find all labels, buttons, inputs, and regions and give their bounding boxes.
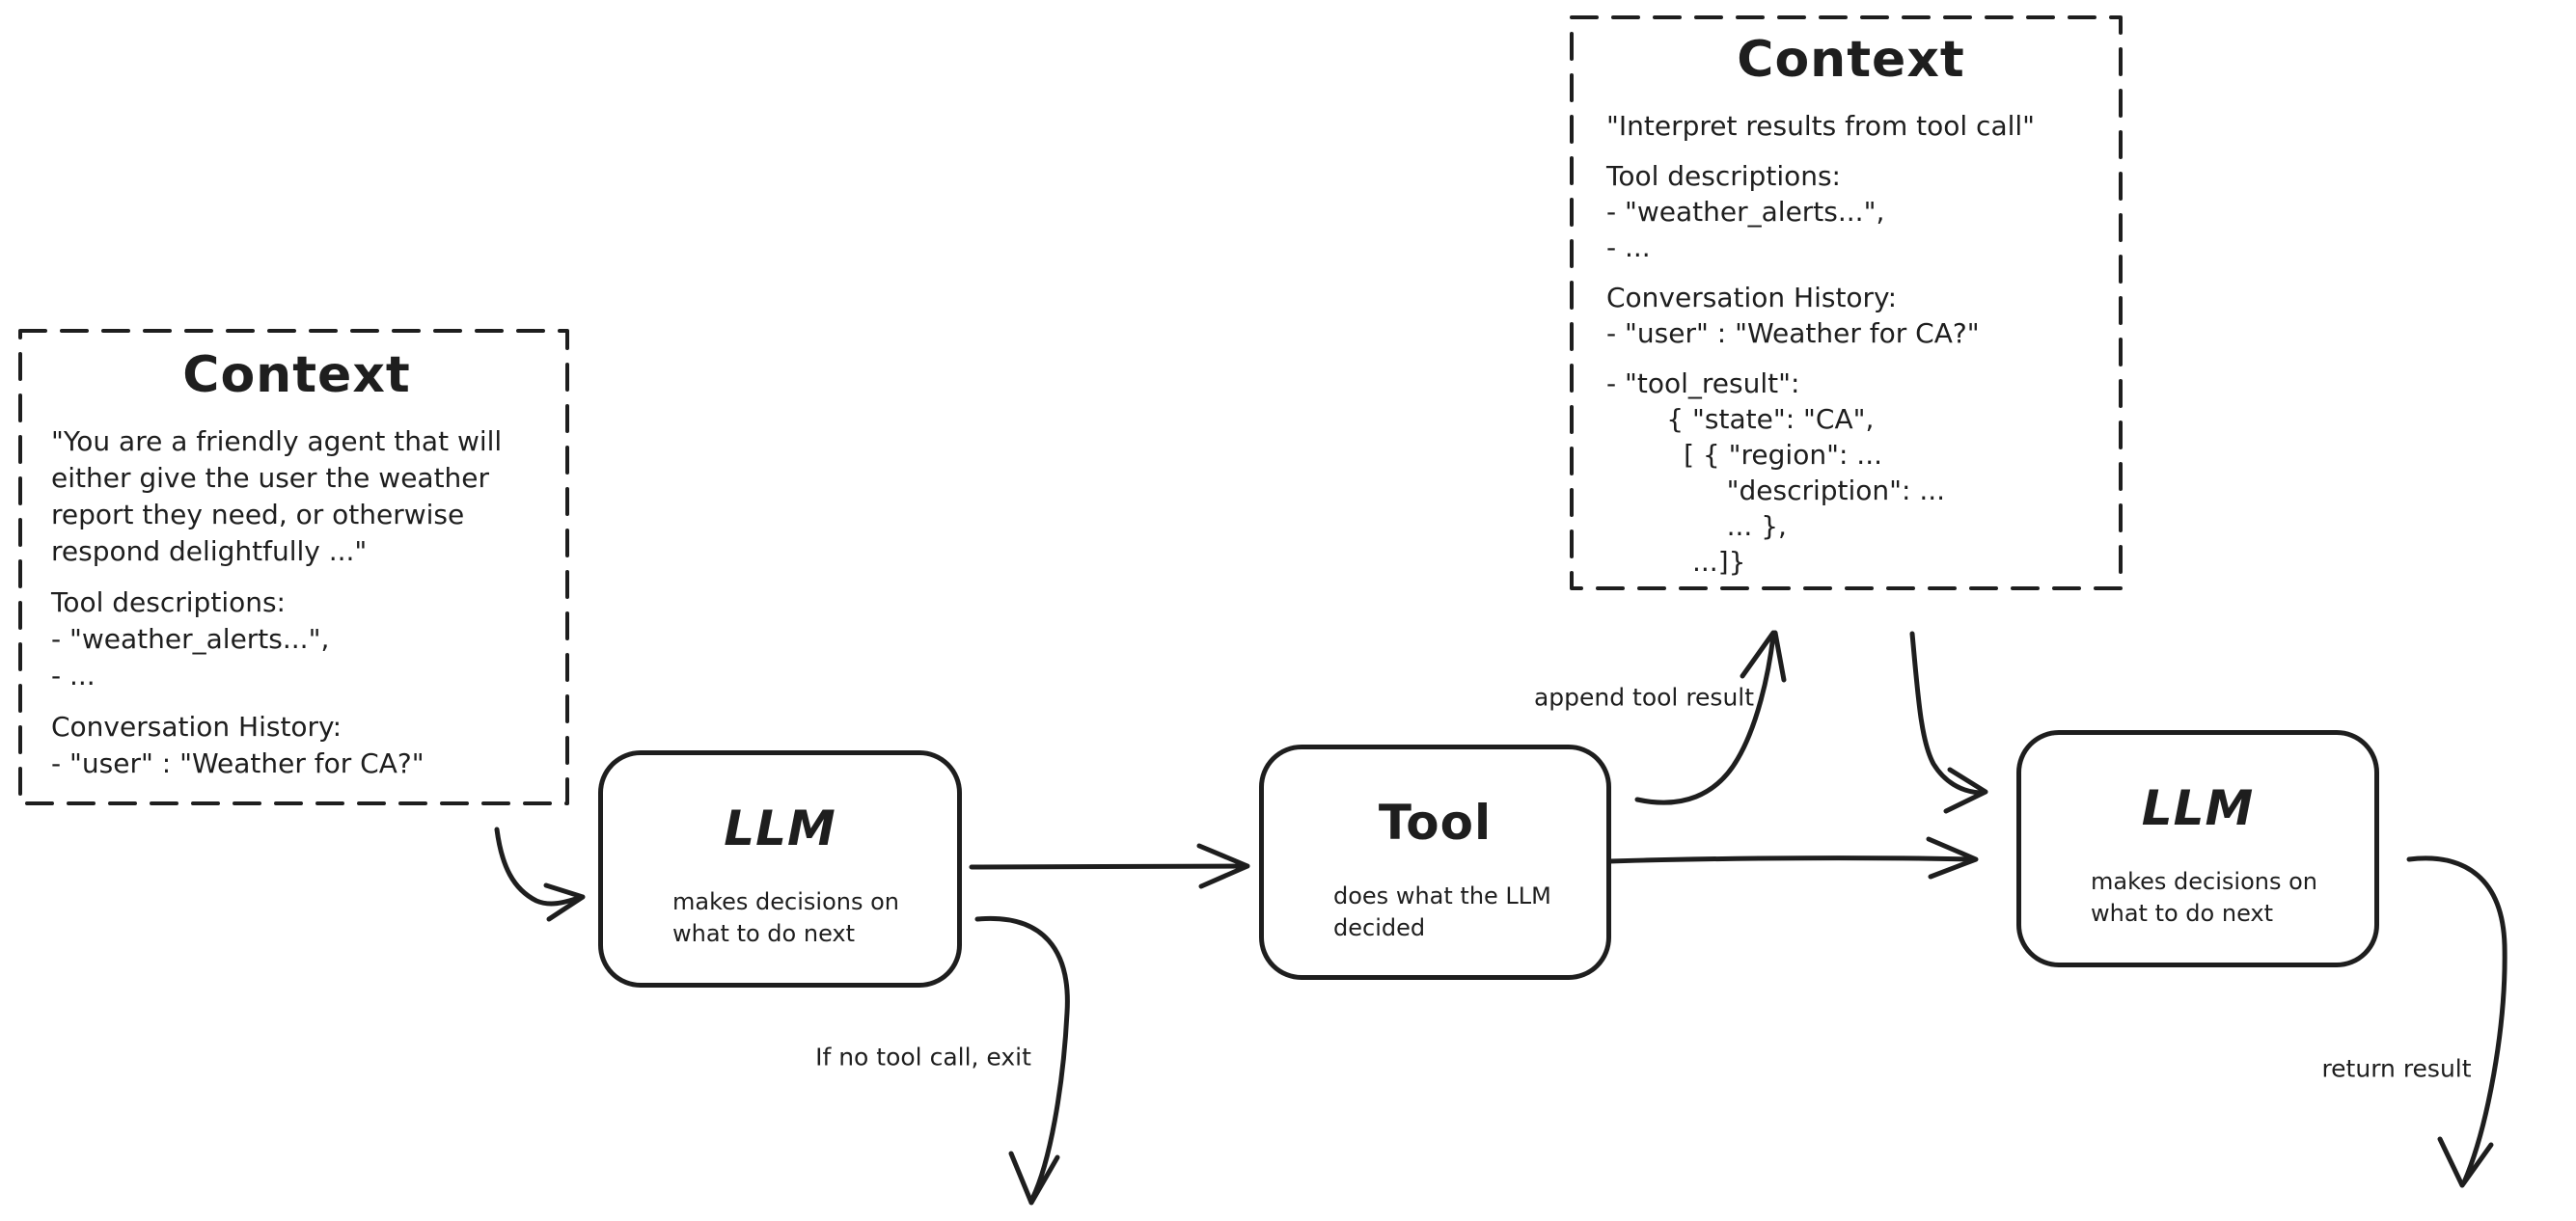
llm-node-description: makes decisions on what to do next: [2021, 866, 2374, 930]
context-title: Context: [1737, 31, 1965, 89]
text-line: decided: [1333, 914, 1426, 941]
text-line: [ { "region": ...: [1606, 439, 1882, 471]
context-left-dashed-border: [18, 329, 569, 805]
paragraph: Tool descriptions: - "weather_alerts...",…: [51, 584, 542, 694]
arrow-tool-to-llm2: [1606, 836, 1979, 880]
context-body: "You are a friendly agent that will eithe…: [51, 423, 542, 782]
paragraph: "Interpret results from tool call": [1606, 108, 2096, 144]
llm-node-1: LLM makes decisions on what to do next: [598, 750, 962, 988]
context-top-dashed-border: [1570, 15, 2123, 590]
paragraph: - "tool_result": { "state": "CA", [ { "r…: [1606, 366, 2096, 580]
text-line: - "user" : "Weather for CA?": [51, 747, 425, 779]
text-line: respond delightfully ...": [51, 535, 368, 567]
llm-node-description: makes decisions on what to do next: [603, 886, 957, 950]
context-box-initial: Context "You are a friendly agent that w…: [18, 331, 567, 803]
arrow-llm-exit: [974, 915, 1070, 1206]
if-no-tool-call-exit-label: If no tool call, exit: [815, 1043, 1031, 1072]
text-line: Tool descriptions:: [51, 586, 286, 618]
text-line: report they need, or otherwise: [51, 499, 465, 530]
context-box-after-tool: Context "Interpret results from tool cal…: [1572, 17, 2121, 588]
text-line: what to do next: [672, 920, 856, 947]
text-line: "Interpret results from tool call": [1606, 110, 2036, 142]
text-line: - "weather_alerts...",: [1606, 196, 1885, 228]
text-line: makes decisions on: [672, 888, 899, 915]
arrow-tool-to-context-top: [1634, 630, 1787, 805]
text-line: "description": ...: [1606, 475, 1946, 506]
paragraph: Conversation History: - "user" : "Weather…: [51, 709, 542, 782]
text-line: ...]}: [1606, 546, 1746, 578]
text-line: "You are a friendly agent that will: [51, 425, 503, 457]
text-line: - ...: [51, 660, 96, 692]
text-line: ... },: [1606, 510, 1787, 542]
text-line: - "weather_alerts...",: [51, 623, 330, 655]
text-line: either give the user the weather: [51, 462, 490, 494]
arrow-llm-to-tool: [969, 843, 1250, 889]
text-line: Tool descriptions:: [1606, 160, 1841, 192]
tool-node-description: does what the LLM decided: [1264, 881, 1606, 944]
llm-node-title: LLM: [2141, 780, 2255, 836]
text-line: - ...: [1606, 231, 1651, 263]
paragraph: Tool descriptions: - "weather_alerts...",…: [1606, 158, 2096, 265]
return-result-label: return result: [2321, 1054, 2472, 1083]
context-title: Context: [182, 346, 411, 404]
arrow-context-top-to-llm: [1909, 631, 1988, 814]
text-line: makes decisions on: [2091, 868, 2317, 895]
text-line: { "state": "CA",: [1606, 403, 1875, 435]
arrow-llm-return-result: [2406, 855, 2507, 1188]
text-line: Conversation History:: [1606, 282, 1898, 313]
llm-node-title: LLM: [724, 800, 836, 856]
arrow-context-left-to-llm: [494, 827, 586, 922]
tool-node-title: Tool: [1378, 795, 1493, 851]
paragraph: Conversation History: - "user" : "Weather…: [1606, 280, 2096, 351]
llm-node-2: LLM makes decisions on what to do next: [2016, 730, 2379, 967]
context-body: "Interpret results from tool call" Tool d…: [1606, 108, 2096, 580]
text-line: - "user" : "Weather for CA?": [1606, 317, 1980, 349]
tool-node: Tool does what the LLM decided: [1259, 745, 1611, 980]
text-line: Conversation History:: [51, 711, 343, 743]
text-line: does what the LLM: [1333, 882, 1551, 909]
append-tool-result-label: append tool result: [1533, 683, 1755, 712]
paragraph: "You are a friendly agent that will eithe…: [51, 423, 542, 570]
text-line: - "tool_result":: [1606, 367, 1800, 399]
text-line: what to do next: [2091, 900, 2274, 927]
